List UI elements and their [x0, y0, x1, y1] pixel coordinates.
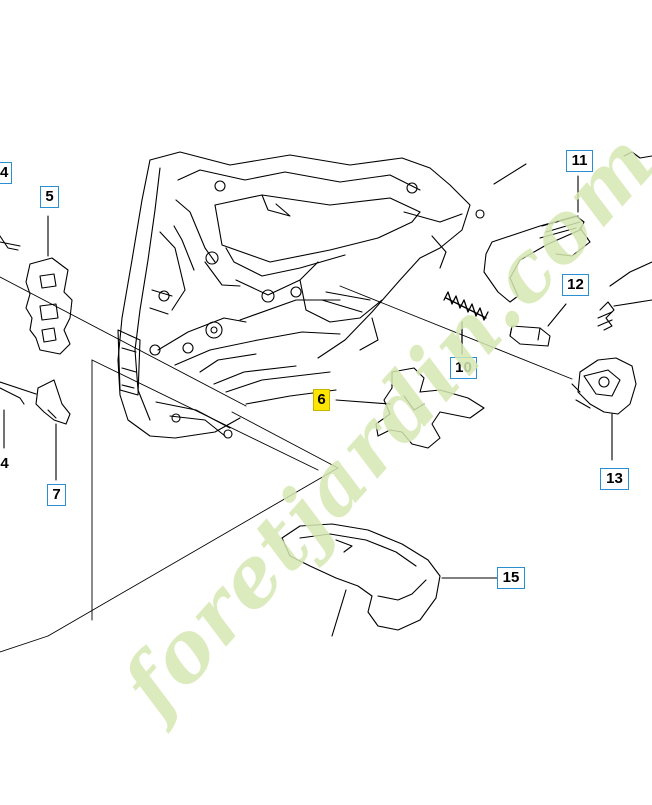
guide-lines [0, 276, 573, 653]
callout-12: 12 [562, 274, 589, 296]
callout-4-bottom: 4 [0, 454, 12, 474]
part-11-trigger-lever [483, 163, 591, 303]
callout-13: 13 [600, 468, 629, 490]
part-7-bracket [0, 379, 71, 481]
handle-housing [117, 151, 485, 439]
callout-5: 5 [40, 186, 59, 208]
part-5-toothed-plate [0, 215, 73, 355]
callout-4-top: 4 [0, 162, 12, 184]
part-13-lock [571, 261, 652, 461]
callout-10: 10 [450, 357, 477, 379]
callout-6: 6 [313, 389, 330, 411]
part-10-spring [443, 291, 489, 355]
callout-15: 15 [497, 567, 525, 589]
part-12-block [509, 303, 567, 347]
callout-7: 7 [47, 484, 66, 506]
callout-11: 11 [566, 150, 593, 172]
part-15-handle-cover [281, 523, 499, 637]
part-6-plate [335, 367, 485, 449]
edge-fragment [623, 151, 652, 159]
